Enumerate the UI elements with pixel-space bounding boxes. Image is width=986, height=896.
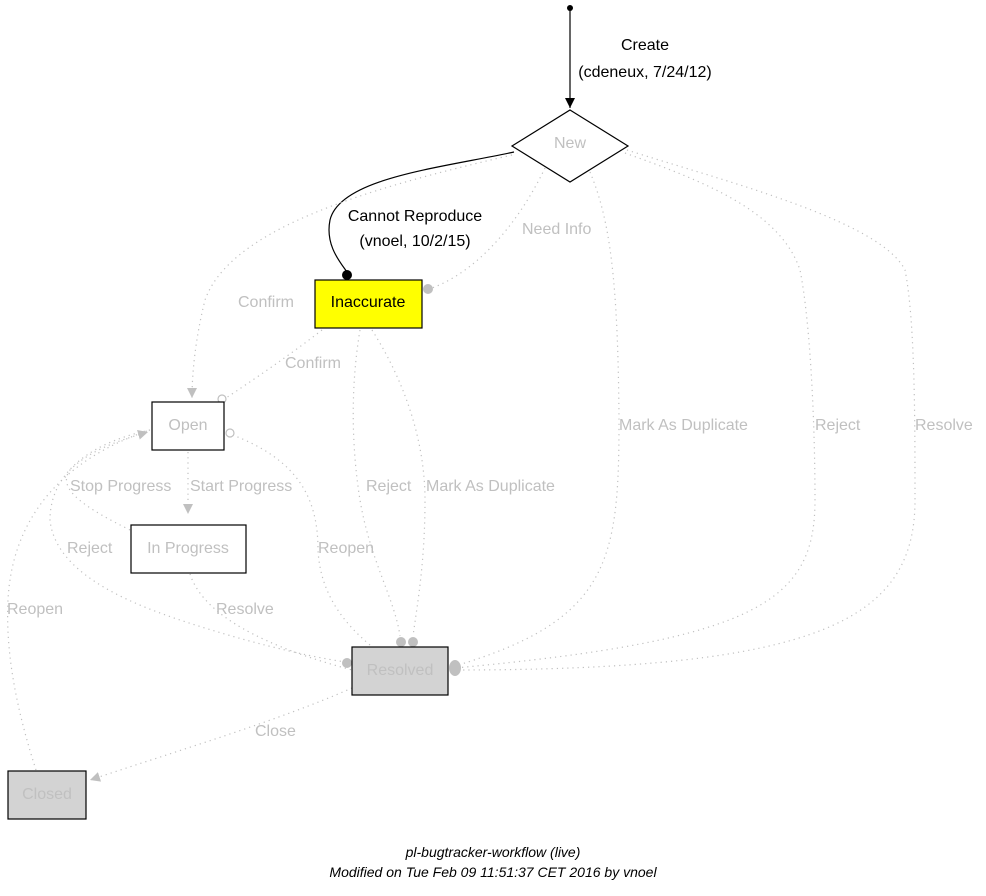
edge-reject-inprogress[interactable] bbox=[49, 429, 346, 663]
edge-label-start-progress: Start Progress bbox=[190, 478, 292, 495]
state-open[interactable]: Open bbox=[151, 401, 225, 451]
state-inaccurate[interactable]: Inaccurate bbox=[314, 279, 423, 329]
edge-end-dot bbox=[408, 637, 418, 647]
edge-confirm-new-open[interactable] bbox=[187, 154, 513, 399]
edge-label-mark-duplicate-new: Mark As Duplicate bbox=[619, 417, 748, 434]
state-new[interactable]: New bbox=[510, 109, 630, 183]
edge-mark-duplicate-new[interactable] bbox=[454, 171, 620, 667]
edge-label-mark-duplicate-inaccurate: Mark As Duplicate bbox=[426, 478, 555, 495]
edge-meta-cannot-reproduce: (vnoel, 10/2/15) bbox=[359, 233, 470, 250]
edge-label-reopen-resolved: Reopen bbox=[318, 540, 374, 557]
workflow-name: pl-bugtracker-workflow (live) bbox=[405, 844, 581, 860]
edge-close[interactable] bbox=[89, 687, 353, 782]
edge-label-reject-inprogress: Reject bbox=[67, 540, 113, 557]
state-in-progress[interactable]: In Progress bbox=[130, 524, 247, 574]
edge-resolve-inprogress[interactable] bbox=[189, 573, 353, 671]
edge-label-create: Create bbox=[621, 37, 669, 54]
state-label-resolved: Resolved bbox=[367, 662, 434, 679]
edge-reject-new[interactable] bbox=[454, 152, 816, 669]
edge-meta-create: (cdeneux, 7/24/12) bbox=[578, 64, 711, 81]
edge-label-close: Close bbox=[255, 723, 296, 740]
state-resolved[interactable]: Resolved bbox=[351, 646, 449, 696]
state-label-in-progress: In Progress bbox=[147, 540, 229, 557]
edge-end-dot bbox=[342, 270, 352, 280]
edge-label-reopen-closed: Reopen bbox=[7, 601, 63, 618]
edge-label-confirm-inaccurate: Confirm bbox=[285, 355, 341, 372]
edge-end-dot bbox=[396, 637, 406, 647]
edge-label-reject-new: Reject bbox=[815, 417, 861, 434]
edge-label-resolve-new: Resolve bbox=[915, 417, 973, 434]
edge-end-dot bbox=[449, 660, 461, 676]
state-label-open: Open bbox=[168, 417, 207, 434]
edge-mark-duplicate-inaccurate[interactable] bbox=[371, 329, 426, 637]
edge-label-confirm-new: Confirm bbox=[238, 294, 294, 311]
edge-confirm-inaccurate-open[interactable] bbox=[225, 329, 323, 399]
workflow-modified: Modified on Tue Feb 09 11:51:37 CET 2016… bbox=[329, 864, 657, 880]
state-label-closed: Closed bbox=[22, 786, 72, 803]
edge-end-dot bbox=[342, 658, 352, 668]
edge-label-resolve-inprogress: Resolve bbox=[216, 601, 274, 618]
edge-end-dot bbox=[423, 284, 433, 294]
state-label-inaccurate: Inaccurate bbox=[331, 294, 406, 311]
edge-label-reject-inaccurate: Reject bbox=[366, 478, 412, 495]
edge-label-cannot-reproduce: Cannot Reproduce bbox=[348, 208, 482, 225]
edge-stop-progress[interactable] bbox=[65, 429, 149, 531]
state-closed[interactable]: Closed bbox=[7, 770, 87, 820]
edge-end-ring bbox=[225, 428, 235, 438]
edge-label-need-info: Need Info bbox=[522, 221, 591, 238]
edge-cannot-reproduce[interactable] bbox=[328, 151, 515, 273]
edge-label-stop-progress: Stop Progress bbox=[70, 478, 171, 495]
state-label-new: New bbox=[554, 135, 586, 152]
